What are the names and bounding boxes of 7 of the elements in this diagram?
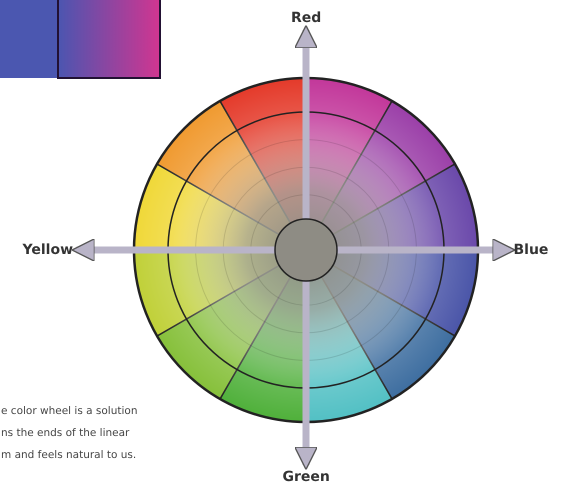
axis-label: Red bbox=[291, 9, 322, 27]
axis-label: Blue bbox=[514, 241, 548, 259]
axis-label: Yellow bbox=[22, 241, 73, 259]
text-line: m and feels natural to us. bbox=[1, 448, 136, 463]
text-line: ns the ends of the linear bbox=[1, 426, 130, 441]
text-line: e color wheel is a solution bbox=[1, 404, 138, 419]
axis-label: Green bbox=[282, 468, 330, 486]
